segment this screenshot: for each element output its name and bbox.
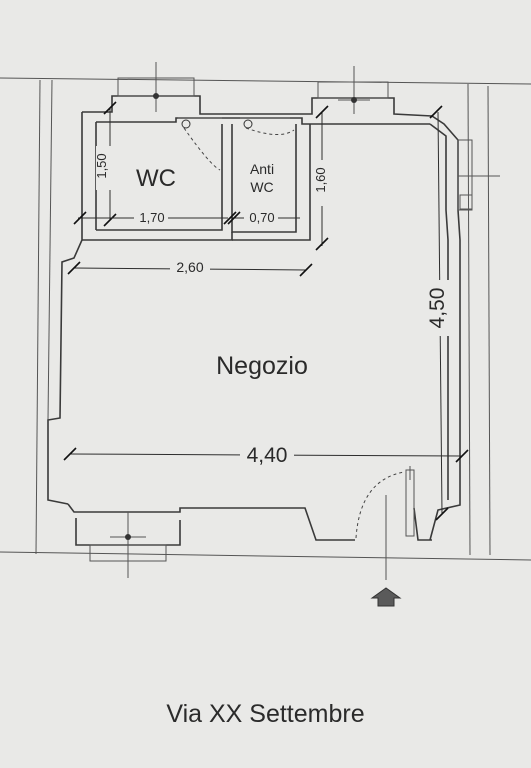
window-icon-top-left	[117, 62, 195, 112]
label-total-depth: 4,50	[426, 288, 449, 329]
room-label-wc: WC	[136, 165, 176, 192]
room-label-anti-wc-line1: Anti	[250, 161, 274, 177]
label-anti-wc-width: 0,70	[249, 210, 274, 225]
label-total-width: 4,40	[247, 444, 288, 467]
entrance-arrow-icon	[370, 587, 402, 607]
label-upper-width: 2,60	[176, 259, 203, 275]
door-swing-icon-wc	[178, 117, 222, 171]
street-name: Via XX Settembre	[166, 700, 365, 728]
label-anti-wc-height: 1,60	[313, 167, 328, 192]
room-label-negozio: Negozio	[216, 352, 308, 380]
window-icon-top-right	[317, 66, 389, 114]
window-icon-right	[458, 175, 500, 210]
room-label-anti-wc-line2: WC	[250, 179, 273, 195]
label-wc-width: 1,70	[139, 210, 164, 225]
label-wc-height: 1,50	[94, 153, 109, 178]
walls	[47, 95, 473, 546]
door-swing-icon-anti-wc	[240, 117, 295, 135]
context-lines	[0, 77, 531, 561]
window-icon-bottom-left	[89, 512, 167, 578]
door-swing-icon-entrance	[355, 466, 415, 580]
